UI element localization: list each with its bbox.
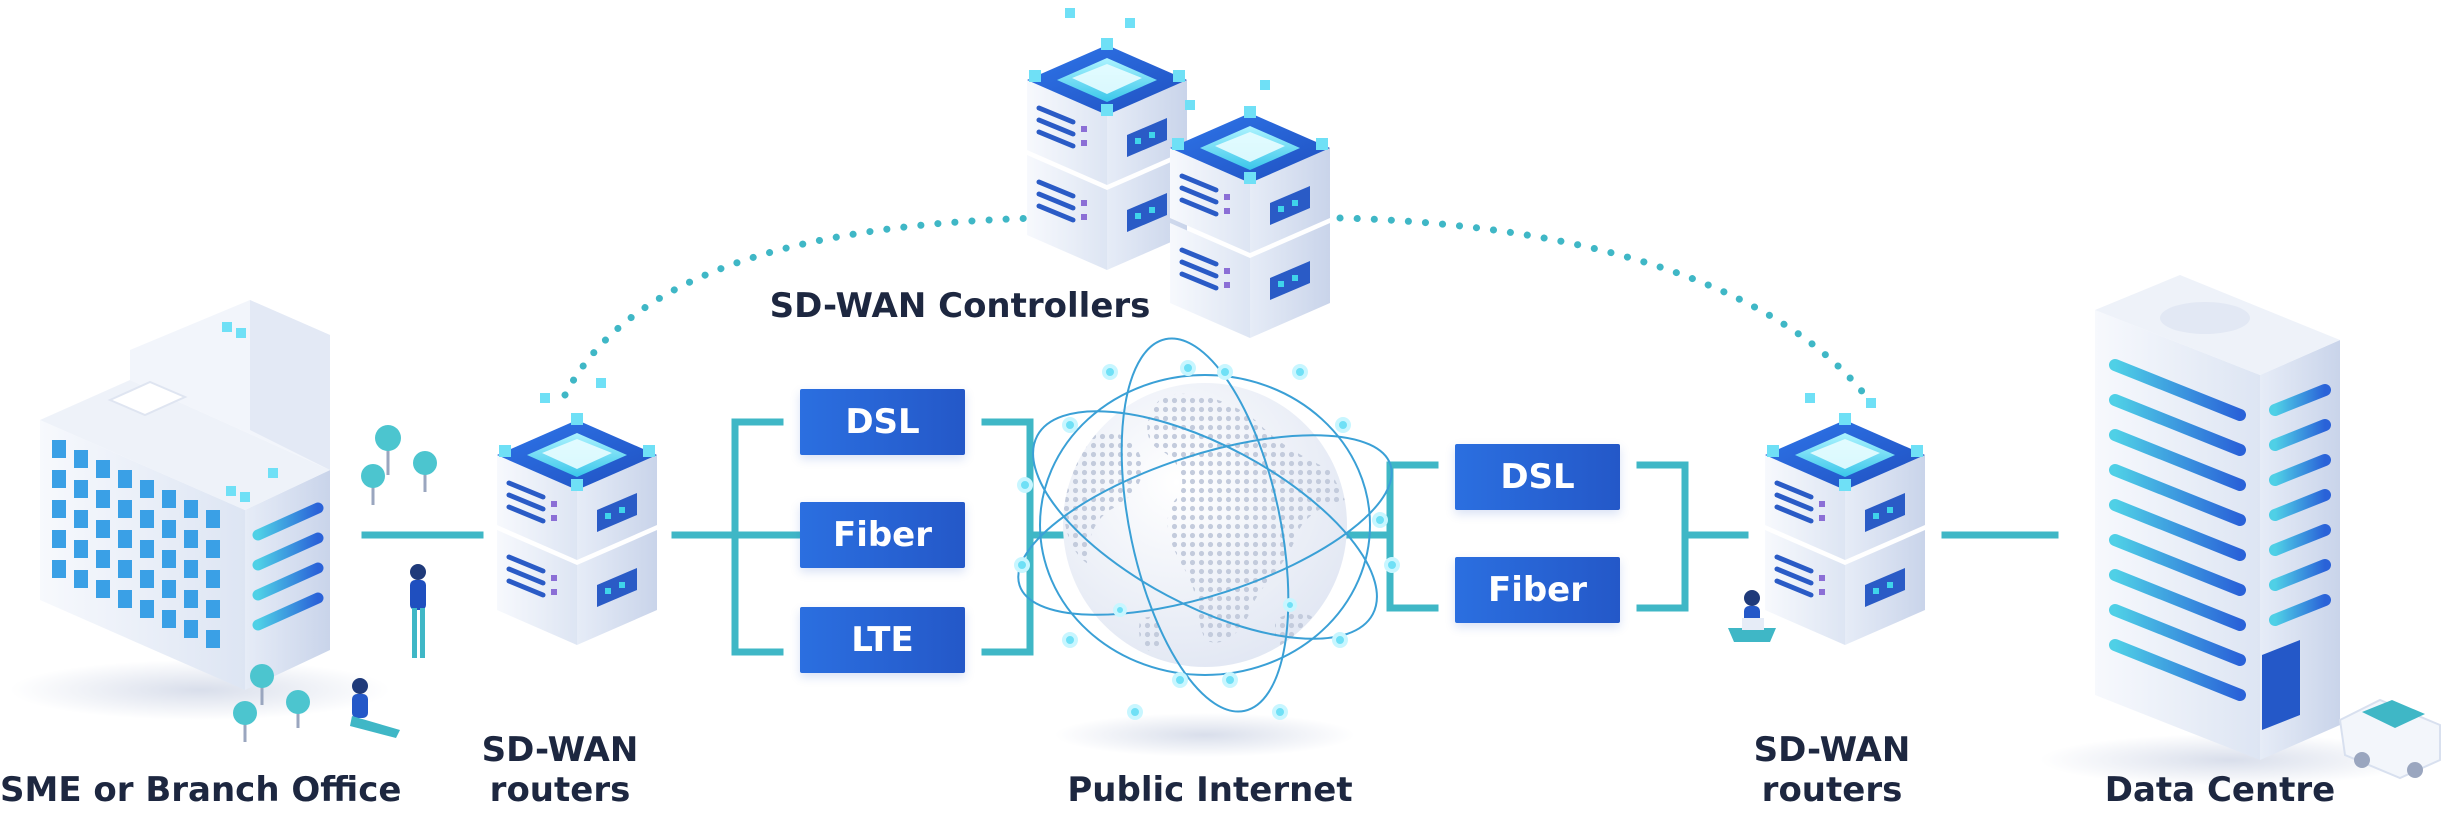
- label-routers-right: SD-WAN routers: [1712, 730, 1952, 810]
- trees: [233, 425, 437, 742]
- label-routers-left-line2: routers: [489, 770, 631, 810]
- label-controllers: SD-WAN Controllers: [769, 286, 1151, 326]
- window-grid: [52, 440, 324, 648]
- link-box-dsl-right: DSL: [1455, 444, 1620, 510]
- router-right: [1765, 413, 1925, 645]
- link-box-fiber-right: Fiber: [1455, 557, 1620, 623]
- label-public-internet: Public Internet: [1067, 770, 1353, 810]
- connector-lines: [361, 418, 2059, 656]
- label-routers-right-line2: routers: [1761, 770, 1903, 810]
- data-centre-tower-icon: [2040, 275, 2420, 786]
- link-box-fiber-left: Fiber: [800, 502, 965, 568]
- router-left: [497, 413, 657, 645]
- person-sitting: [350, 678, 400, 738]
- controller-particles: [1065, 8, 1270, 110]
- label-data-centre: Data Centre: [2104, 770, 2336, 810]
- globe-icon: [1014, 337, 1400, 757]
- controller-link-right: [1336, 214, 1869, 399]
- router-right-particles: [1805, 393, 1876, 408]
- label-routers-left: SD-WAN routers: [440, 730, 680, 810]
- branch-office-building: [10, 300, 437, 742]
- controller-back: [1027, 38, 1187, 270]
- label-branch-office: SME or Branch Office: [0, 770, 402, 810]
- person-with-laptop: [1728, 590, 1776, 642]
- controller-link-left: [561, 214, 1044, 399]
- router-left-particles: [540, 378, 606, 403]
- controller-front: [1170, 106, 1330, 338]
- label-routers-right-line1: SD-WAN: [1753, 730, 1911, 770]
- car-icon: [2338, 698, 2441, 780]
- person-standing: [410, 564, 426, 658]
- label-routers-left-line1: SD-WAN: [481, 730, 639, 770]
- link-box-lte-left: LTE: [800, 607, 965, 673]
- link-box-dsl-left: DSL: [800, 389, 965, 455]
